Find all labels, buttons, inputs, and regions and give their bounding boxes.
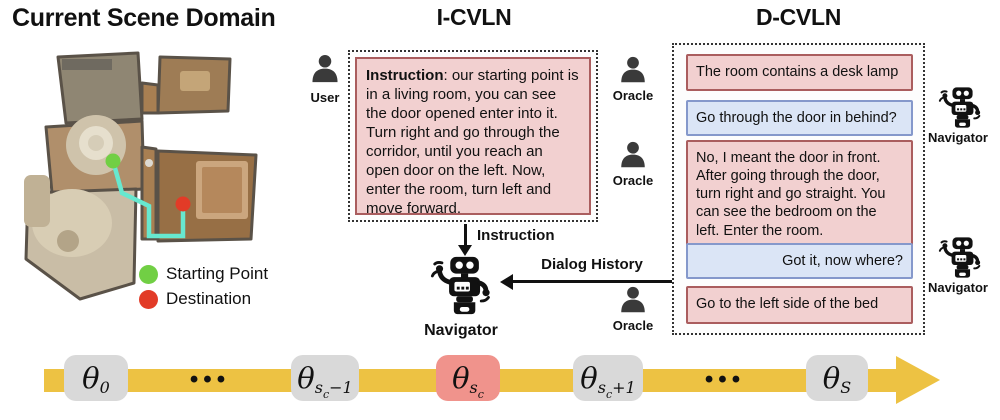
destination-marker <box>175 196 191 212</box>
oracle-label-1: Oracle <box>612 88 654 103</box>
dialog-history-arrow-line <box>512 280 672 283</box>
instruction-arrow-line <box>464 224 467 246</box>
destination-legend-dot <box>139 290 158 309</box>
floor-plan-furniture <box>24 59 248 257</box>
starting-point-legend-dot <box>139 265 158 284</box>
dialog-bubble-oracle-3: Go to the left side of the bed <box>686 286 913 324</box>
timeline-arrow-head <box>896 356 940 404</box>
navigator-label-1: Navigator <box>928 130 988 145</box>
navigator-label: Navigator <box>424 322 498 339</box>
destination-legend-label: Destination <box>166 289 252 308</box>
oracle-icon-2 <box>618 139 648 171</box>
dialog-bubble-navigator-2: Got it, now where? <box>686 243 913 280</box>
icvln-panel: Instruction: our starting point is in a … <box>348 50 598 222</box>
instruction-prefix: Instruction <box>366 67 444 84</box>
navigator-label-2: Navigator <box>928 280 988 295</box>
dialog-history-label: Dialog History <box>541 256 643 273</box>
navigation-path <box>110 160 186 239</box>
dcvln-title: D-CVLN <box>755 4 842 30</box>
navigator-icon-1 <box>938 84 982 131</box>
dcvln-panel: The room contains a desk lamp Go through… <box>672 43 925 335</box>
user-label: User <box>310 90 340 105</box>
user-icon <box>309 52 341 86</box>
dialog-history-arrow-head <box>500 274 513 290</box>
timeline-ellipsis-2: ••• <box>704 366 746 393</box>
starting-point-legend-label: Starting Point <box>166 264 269 283</box>
oracle-label-3: Oracle <box>612 318 654 333</box>
timeline-ellipsis-1: ••• <box>189 366 231 393</box>
dialog-bubble-oracle-1: The room contains a desk lamp <box>686 54 913 91</box>
instruction-bubble: Instruction: our starting point is in a … <box>355 57 591 218</box>
dialog-bubble-oracle-2: No, I meant the door in front. After goi… <box>686 140 913 249</box>
floor-plan-image <box>24 51 258 301</box>
oracle-icon-3 <box>618 284 648 316</box>
instruction-arrow-head <box>458 245 472 256</box>
instruction-text: : our starting point is in a living room… <box>366 67 579 218</box>
instruction-arrow-label: Instruction <box>477 227 555 244</box>
scene-domain-title: Current Scene Domain <box>12 4 276 32</box>
navigator-robot-icon <box>430 252 492 319</box>
icvln-title: I-CVLN <box>436 4 512 30</box>
oracle-icon-1 <box>618 54 648 86</box>
dialog-bubble-navigator-1: Go through the door in behind? <box>686 100 913 137</box>
navigator-icon-2 <box>938 234 982 281</box>
oracle-label-2: Oracle <box>612 173 654 188</box>
start-point-marker <box>105 153 121 169</box>
